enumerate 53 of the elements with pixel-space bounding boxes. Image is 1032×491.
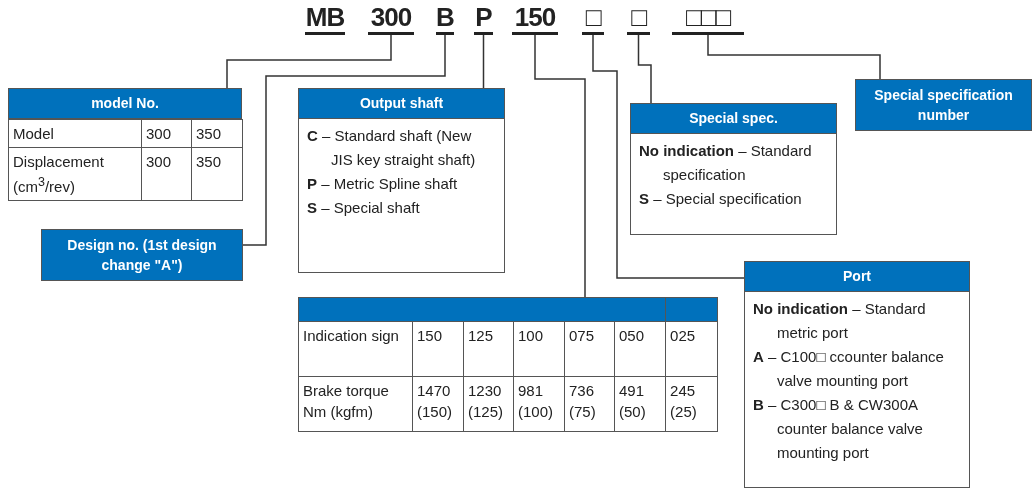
table-cell: 025 (665, 321, 718, 377)
table-cell: 981 (100) (513, 376, 565, 432)
table-cell: Brake torque Nm (kgfm) (298, 376, 413, 432)
table-cell: 245 (25) (665, 376, 718, 432)
option-text: No indication – Standard specification (639, 141, 813, 185)
spec-table (8, 88, 242, 202)
leader-line (534, 34, 586, 298)
option-box (744, 261, 970, 488)
leader-line (592, 34, 745, 279)
model-code-segment: 300 (368, 2, 414, 35)
option-text: P – Metric Spline shaft (307, 174, 459, 194)
box-heading: Output shaft (299, 89, 504, 119)
table-cell: 350 (191, 147, 243, 201)
table-heading: model No. (8, 88, 242, 119)
box-heading: Port (745, 262, 969, 292)
table-cell: 1230 (125) (463, 376, 514, 432)
option-text: S – Special specification (639, 189, 803, 209)
model-code-segment: B (436, 2, 454, 35)
table-cell: Displacement (cm$^{3}$/rev) (8, 147, 142, 201)
option-text: B – C300□ B & CW300A counter balance valve mounting port (753, 395, 924, 463)
table-cell: 100 (513, 321, 565, 377)
model-code-segment: □□□ (672, 2, 744, 35)
option-text: S – Special shaft (307, 198, 421, 218)
option-box (630, 103, 837, 235)
table-cell: 300 (141, 119, 192, 148)
heading-box: Special specification number (855, 79, 1032, 131)
table-cell: Indication sign (298, 321, 413, 377)
table-cell: 075 (564, 321, 615, 377)
table-cell: Model (8, 119, 142, 148)
leader-line (226, 34, 392, 89)
leader-line (637, 34, 652, 104)
model-code-segment: □ (627, 2, 650, 35)
leader-line (482, 34, 485, 89)
table-cell: 300 (141, 147, 192, 201)
box-heading: Special spec. (631, 104, 836, 134)
option-text: A – C100□ ccounter balance valve mounting port (753, 347, 945, 391)
table-cell: 491 (50) (614, 376, 666, 432)
table-cell: 150 (412, 321, 464, 377)
leader-line (242, 34, 446, 246)
model-code-text: MB (305, 2, 345, 35)
model-code-segment: P (474, 2, 493, 35)
table-cell: 1470 (150) (412, 376, 464, 432)
table-cell: 050 (614, 321, 666, 377)
option-text: No indication – Standard metric port (753, 299, 927, 343)
model-code-segment: 150 (512, 2, 558, 35)
leader-line (707, 34, 881, 80)
table-cell: 125 (463, 321, 514, 377)
option-box (298, 88, 505, 273)
option-text: C – Standard shaft (New JIS key straight shaft) (307, 126, 477, 170)
model-code-segment: □ (582, 2, 604, 35)
table-cell: 736 (75) (564, 376, 615, 432)
heading-box: Design no. (1st design change "A") (41, 229, 243, 281)
table-cell: 350 (191, 119, 243, 148)
